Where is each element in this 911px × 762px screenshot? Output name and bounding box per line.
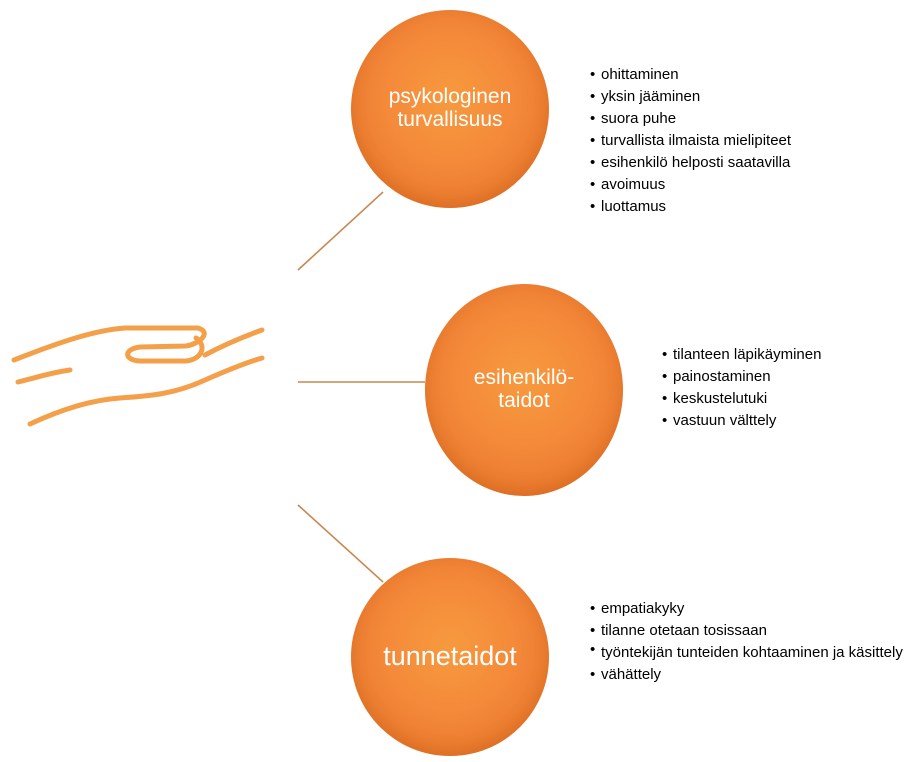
list-item: keskustelutuki — [662, 388, 892, 410]
list-item: avoimuus — [590, 174, 890, 196]
list-item: esihenkilö helposti saatavilla — [590, 152, 890, 174]
list-item: tilanteen läpikäyminen — [662, 344, 892, 366]
list-item: turvallista ilmaista mielipiteet — [590, 130, 890, 152]
hand-finger-stroke — [11, 325, 207, 364]
node-supervisor-skills: esihenkilö- taidot — [425, 284, 623, 496]
list-item: suora puhe — [590, 108, 890, 130]
hand-thumb-stroke — [202, 327, 265, 358]
hand-palm-stroke — [27, 355, 265, 427]
node-label: tunnetaidot — [383, 641, 517, 672]
list-item: empatiakyky — [590, 598, 904, 620]
node-psychological-safety: psykologinen turvallisuus — [351, 10, 549, 208]
list-item: vastuun välttely — [662, 410, 892, 432]
node-label: esihenkilö- taidot — [473, 366, 575, 412]
node-items-list: tilanteen läpikäyminen painostaminen kes… — [662, 344, 892, 432]
hand-wrist-stroke — [15, 367, 73, 385]
list-item: ohittaminen — [590, 64, 890, 86]
connector-line-top — [297, 191, 384, 271]
list-item: tilanne otetaan tosissaan — [590, 620, 904, 642]
list-item: työntekijän tunteiden kohtaaminen ja käs… — [590, 642, 904, 664]
node-label: psykologinen turvallisuus — [388, 85, 512, 131]
node-items-list: empatiakyky tilanne otetaan tosissaan ty… — [590, 598, 904, 686]
node-emotional-skills: tunnetaidot — [351, 558, 549, 756]
list-item: yksin jääminen — [590, 86, 890, 108]
connector-line-bottom — [297, 504, 384, 583]
open-hand-icon — [11, 325, 265, 427]
node-items-list: ohittaminen yksin jääminen suora puhe tu… — [590, 64, 890, 218]
list-item: vähättely — [590, 664, 904, 686]
list-item: painostaminen — [662, 366, 892, 388]
list-item: luottamus — [590, 196, 890, 218]
